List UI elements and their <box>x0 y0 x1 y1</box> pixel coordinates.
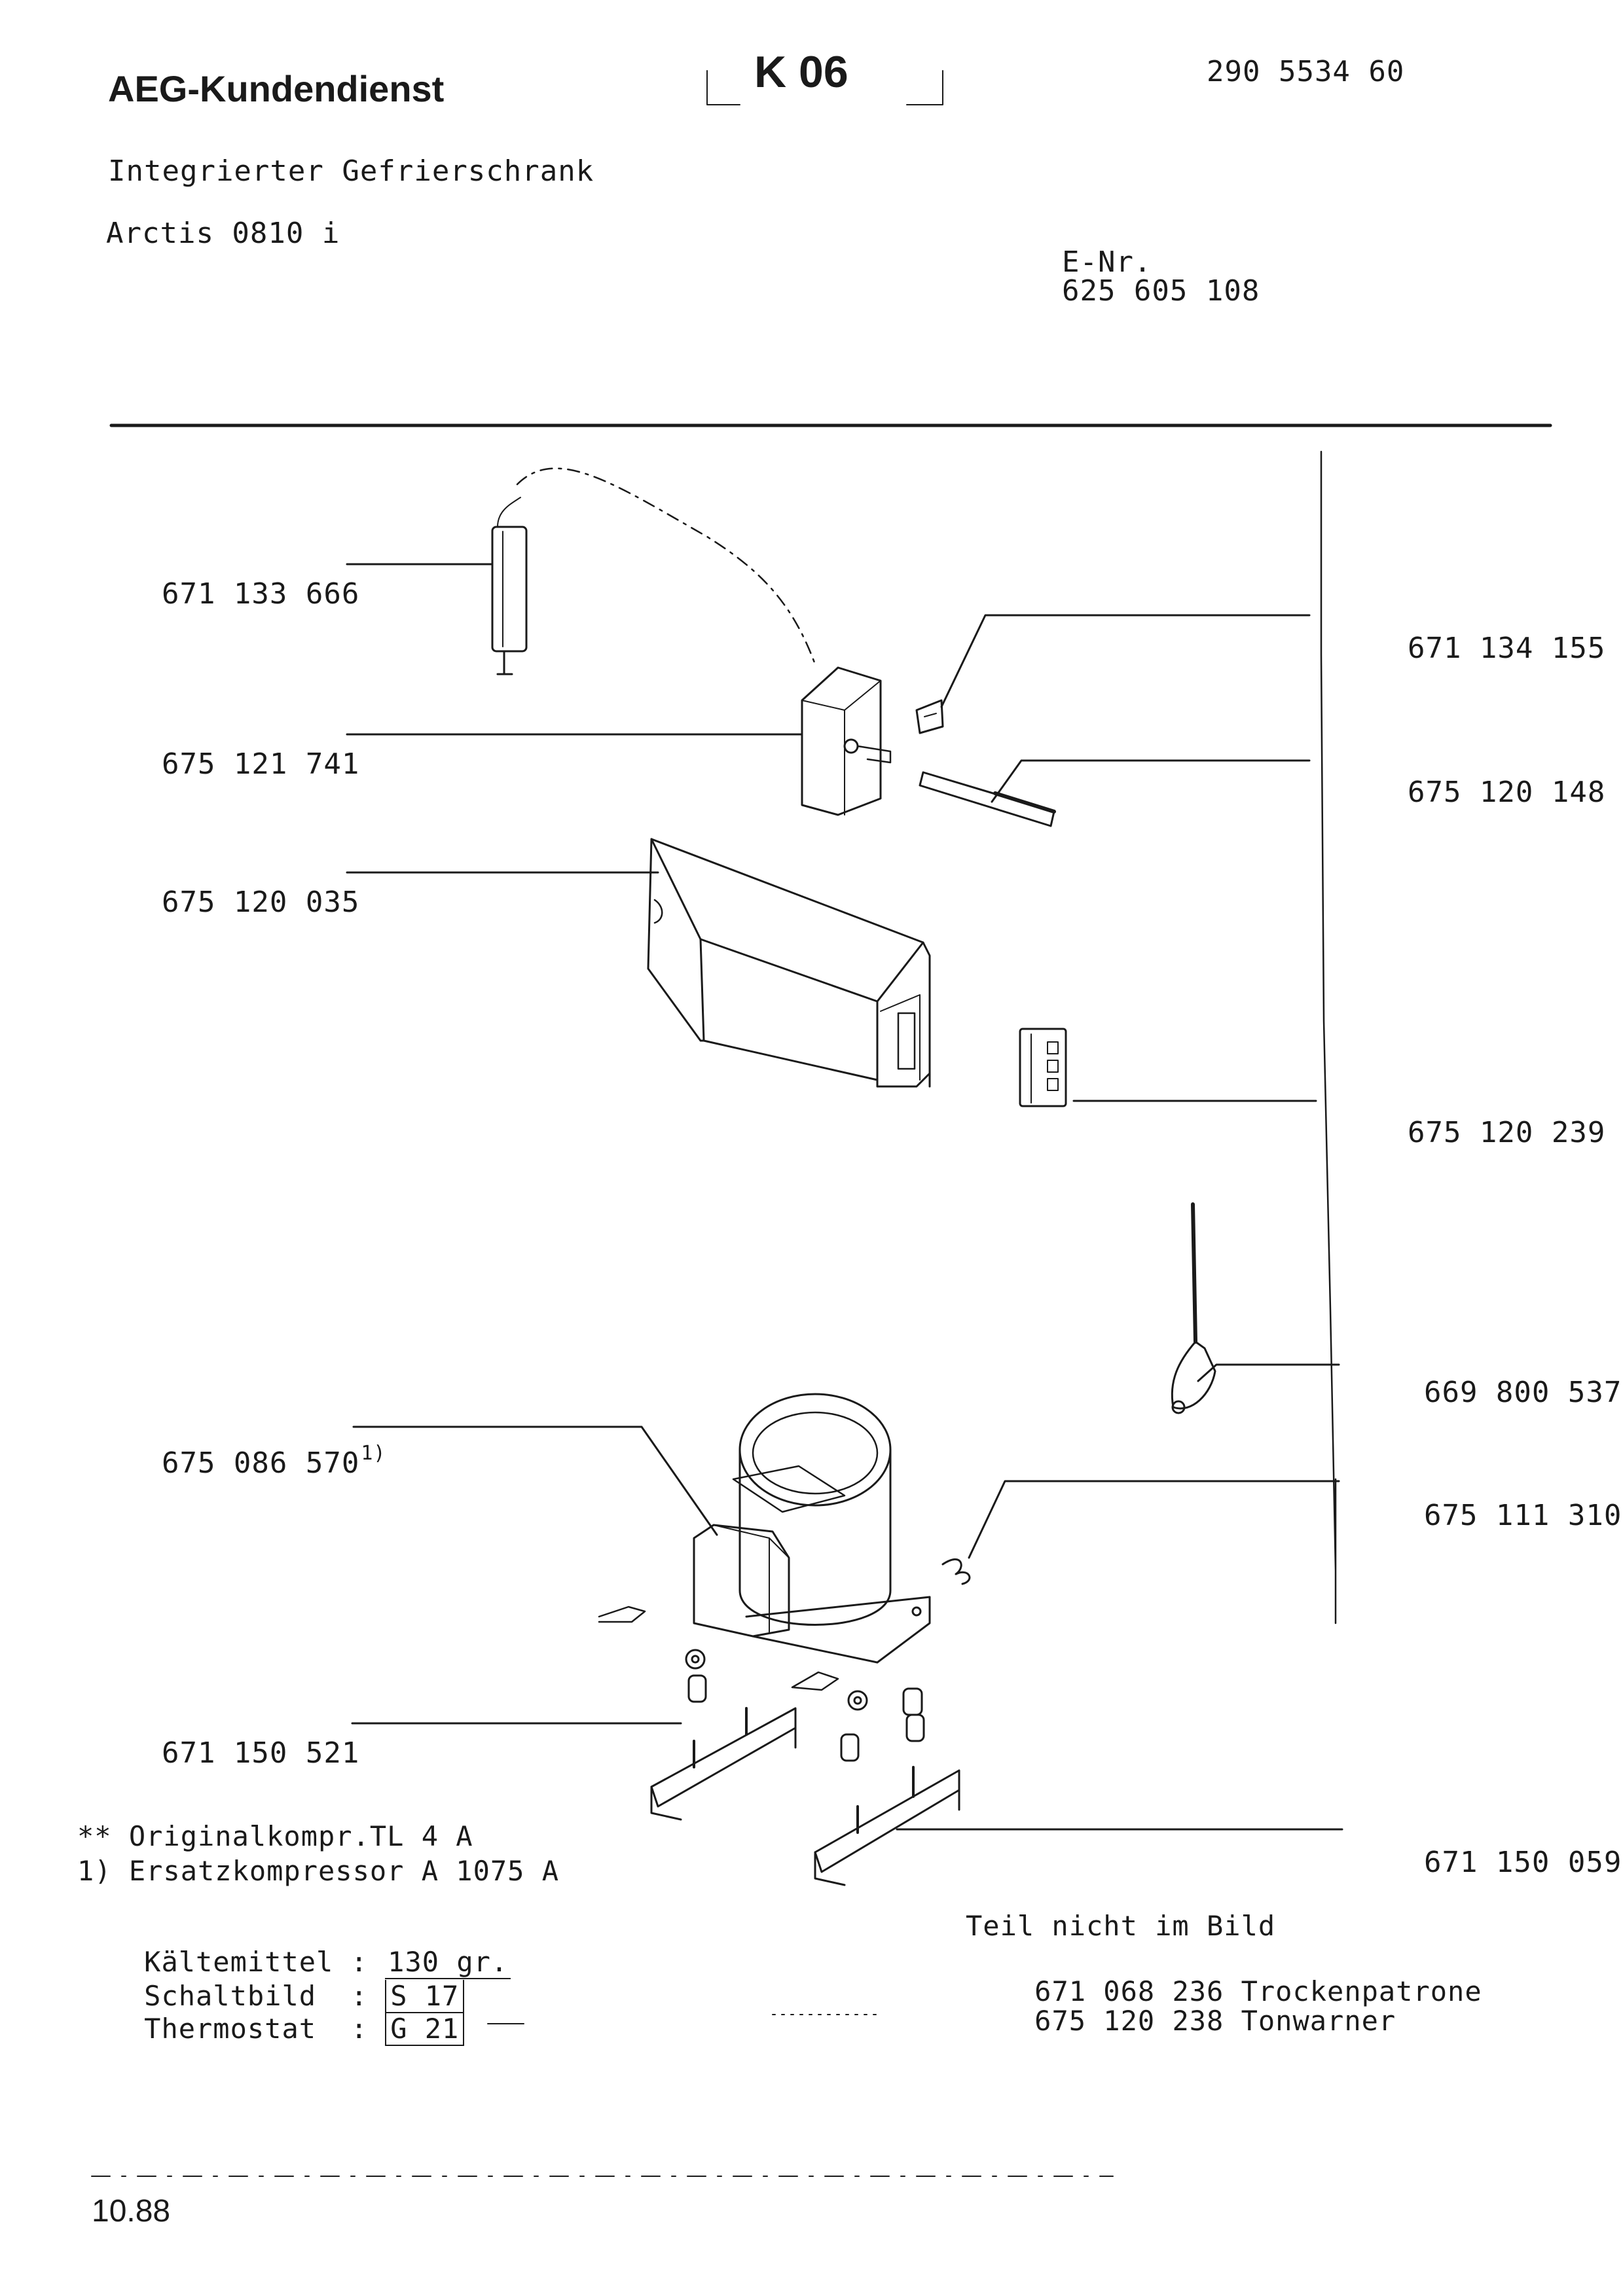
enr-field: E-Nr. 625 605 108 <box>990 219 1260 334</box>
code-bracket <box>706 70 943 105</box>
compressor-part <box>693 1393 931 1664</box>
part-label: 671 133 666 <box>161 577 360 611</box>
cable-part <box>1171 1202 1216 1414</box>
part-label: 675 120 148 <box>1407 776 1606 809</box>
thermostat-part <box>801 666 892 816</box>
sensor-part <box>491 497 528 675</box>
spec-label: Schaltbild <box>144 1980 317 2012</box>
spec-label: Thermostat <box>144 2013 317 2045</box>
not-pictured-title: Teil nicht im Bild <box>966 1910 1276 1942</box>
part-label: 675 111 310 <box>1423 1499 1622 1532</box>
not-pictured-item: 675 120 238 Tonwarner <box>1034 2005 1396 2037</box>
clip-part <box>915 699 944 734</box>
product-type: Integrierter Gefrierschrank <box>108 154 594 188</box>
group-code: K 06 <box>754 47 848 97</box>
capillary-tube <box>516 467 816 666</box>
footnote-replacement: 1) Ersatzkompressor A 1075 A <box>77 1855 560 1887</box>
clips-part <box>598 1558 971 1691</box>
part-label-compressor: 675 086 5701) <box>161 1442 386 1480</box>
spec-value: S 17 <box>385 1980 465 2013</box>
enr-label: E-Nr. <box>1061 245 1152 279</box>
spec-refrigerant: Kältemittel : 130 gr. <box>75 1921 511 2003</box>
reference-rail <box>1320 450 1337 1624</box>
issue-date: 10.88 <box>92 2194 171 2229</box>
spec-label: Kältemittel <box>144 1946 334 1978</box>
spec-wiring-diagram: Schaltbild : S 17 <box>75 1955 465 2037</box>
part-label: 671 150 521 <box>161 1736 360 1770</box>
part-label: 675 120 239 <box>1407 1116 1606 1149</box>
leaders-right <box>896 614 1343 1831</box>
grommets-part <box>685 1649 925 1762</box>
part-label: 671 134 155 <box>1407 632 1606 665</box>
part-label: 669 800 537 <box>1423 1376 1622 1409</box>
lamp-part <box>919 771 1056 827</box>
spec-value: 130 gr. <box>385 1946 511 1979</box>
document-number: 290 5534 60 <box>1207 55 1405 88</box>
footnote-marker: 1) <box>361 1442 386 1465</box>
spec-value: G 21 <box>385 2013 465 2046</box>
brand-title: AEG-Kundendienst <box>108 68 445 109</box>
switch-part <box>1019 1028 1067 1107</box>
not-pictured-item: 671 068 236 Trockenpatrone <box>1034 1975 1482 2007</box>
part-label: 671 150 059 <box>1423 1846 1622 1879</box>
model-name: Arctis 0810 i <box>106 217 340 250</box>
part-label: 675 120 035 <box>161 886 360 919</box>
footnote-original: ** Originalkompr.TL 4 A <box>77 1820 473 1852</box>
spec-rules <box>487 2014 878 2024</box>
mounting-rails-part <box>650 1707 960 1886</box>
enr-value: 625 605 108 <box>1061 274 1260 308</box>
housing-part <box>647 838 931 1088</box>
part-label: 675 121 741 <box>161 747 360 781</box>
leaders-left <box>346 563 803 1725</box>
spec-thermostat: Thermostat : G 21 <box>75 1988 465 2070</box>
